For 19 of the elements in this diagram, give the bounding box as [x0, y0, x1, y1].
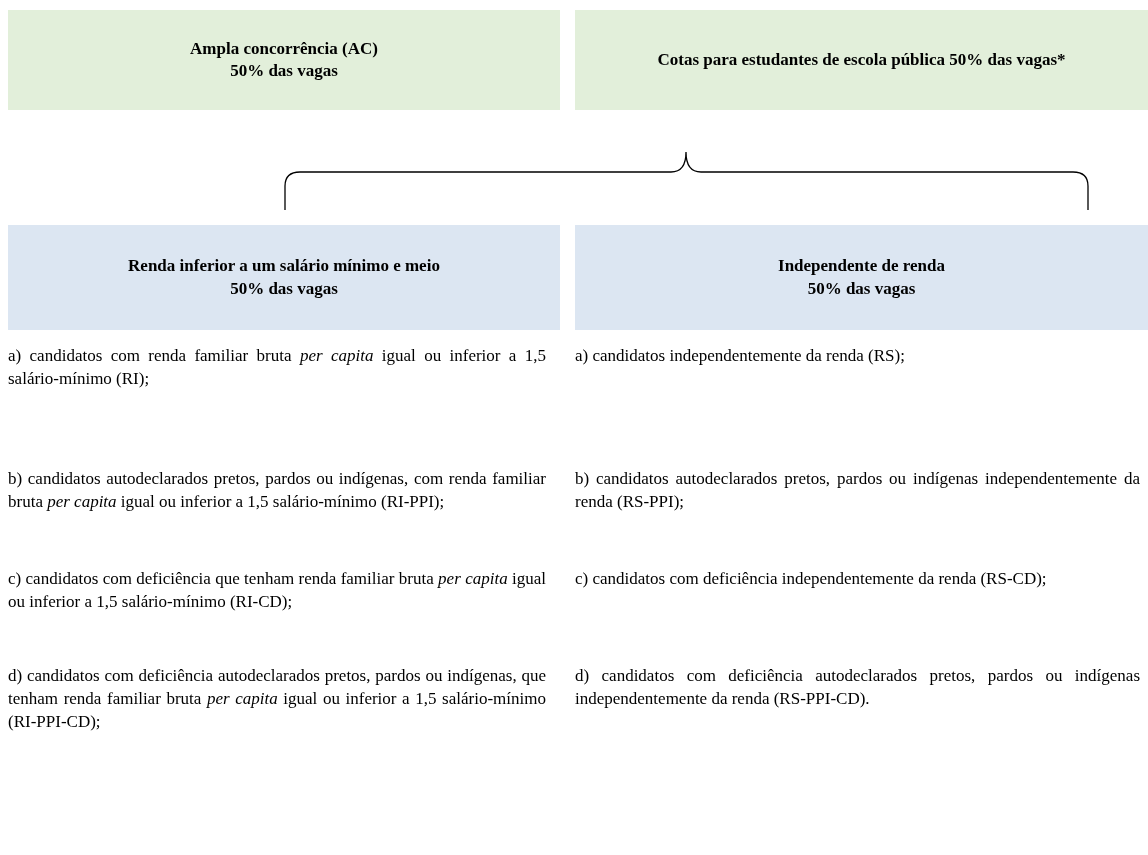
- criteria-paragraph: a) candidatos com renda familiar bruta per capita igual ou inferior a 1,5 salário-mínimo (RI);: [8, 345, 546, 390]
- box-subtext: 50% das vagas: [230, 277, 338, 300]
- criteria-paragraph: d) candidatos com deficiência autodeclarados pretos, pardos ou indígenas, que tenham renda familiar bruta per capita igual ou inferior a 1,5 salário-mínimo (RI-PPI-CD);: [8, 665, 546, 733]
- category-box: [8, 10, 560, 110]
- category-box: [8, 225, 560, 330]
- category-box: [575, 225, 1148, 330]
- criteria-paragraph: b) candidatos autodeclarados pretos, pardos ou indígenas, com renda familiar bruta per capita igual ou inferior a 1,5 salário-mínimo (RI-PPI);: [8, 468, 546, 513]
- box-subtext: 50% das vagas: [807, 277, 916, 300]
- criteria-paragraph: a) candidatos independentemente da renda (RS);: [575, 345, 906, 367]
- criteria-paragraph: b) candidatos autodeclarados pretos, pardos ou indígenas independentemente da renda (RS-PPI);: [575, 468, 1140, 513]
- criteria-paragraph: d) candidatos com deficiência autodeclarados pretos, pardos ou indígenas independentemente da renda (RS-PPI-CD).: [575, 665, 1140, 710]
- box-subtext: 50% das vagas: [230, 60, 338, 82]
- box-heading: Cotas para estudantes de escola pública 50% das vagas*: [657, 48, 1066, 71]
- box-heading: Ampla concorrência (AC): [190, 37, 378, 60]
- criteria-paragraph: c) candidatos com deficiência independentemente da renda (RS-CD);: [575, 568, 1048, 590]
- box-heading: Independente de renda: [778, 255, 945, 278]
- criteria-paragraph: c) candidatos com deficiência que tenham renda familiar bruta per capita igual ou inferior a 1,5 salário-mínimo (RI-CD);: [8, 568, 546, 613]
- box-heading: Renda inferior a um salário mínimo e meio: [128, 255, 440, 278]
- category-box: [575, 10, 1148, 110]
